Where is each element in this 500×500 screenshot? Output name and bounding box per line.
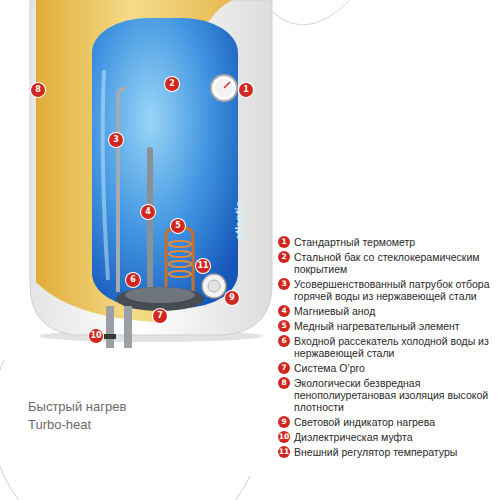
callout-number: 9 [225,291,239,305]
brand-name: atlantic [233,202,245,241]
callout-number: 10 [278,431,290,443]
feature-title: Быстрый нагрев [28,399,126,415]
part-description: Внешний регулятор температуры [294,446,494,458]
callout-number: 7 [278,362,290,374]
part-description: Усовершенствованный патрубок отбора горя… [294,278,494,302]
feature-title: Turbo-heat [28,417,91,433]
callout-number: 2 [165,77,179,91]
part-description: Диэлектрическая муфта [294,431,494,443]
callout-number: 4 [278,305,290,317]
callout-number: 8 [31,83,45,97]
callout-number: 1 [278,236,290,248]
callout-number: 3 [109,133,123,147]
callout-number: 11 [278,446,290,458]
part-description: Стандартный термометр [294,236,494,248]
callout-number: 5 [171,219,185,233]
callout-number: 3 [278,278,290,290]
callout-number: 11 [196,259,210,273]
part-description: Медный нагревательный элемент [294,320,494,332]
part-description: Система O’pro [294,362,494,374]
callout-number: 7 [153,309,167,323]
callout-number: 8 [278,377,290,389]
callout-number: 1 [239,83,253,97]
callout-number: 6 [278,335,290,347]
callout-number: 5 [278,320,290,332]
callout-number: 2 [278,251,290,263]
part-description: Магниевый анод [294,305,494,317]
part-description: Входной рассекатель холодной воды из нер… [294,335,494,359]
callout-number: 6 [126,273,140,287]
callout-number: 9 [278,416,290,428]
part-description: Экологически безвредная пенополиуретанов… [294,377,494,413]
callout-number: 4 [141,205,155,219]
part-description: Световой индикатор нагрева [294,416,494,428]
part-description: Стальной бак со стеклокерамическим покры… [294,251,494,275]
callout-number: 10 [89,329,103,343]
